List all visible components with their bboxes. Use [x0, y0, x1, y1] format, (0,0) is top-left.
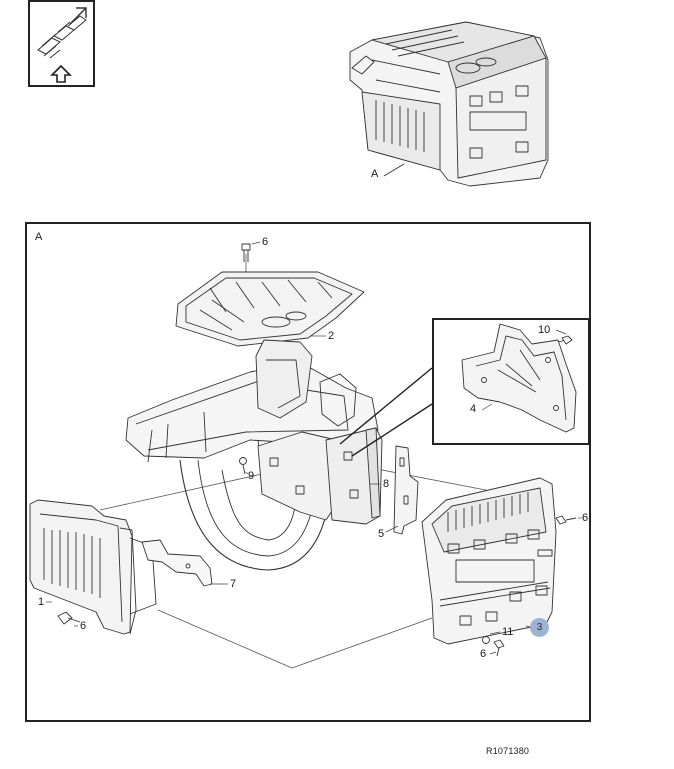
bolt-9	[239, 457, 247, 475]
bolt-lower-left	[57, 611, 81, 625]
callout-8: 8	[383, 478, 390, 490]
callout-3-highlighted: 3	[530, 618, 549, 637]
bracket-7	[141, 539, 213, 587]
figure-reference-code: R1071380	[486, 746, 530, 756]
frame-label: A	[35, 231, 43, 243]
top-plate-part	[175, 271, 365, 347]
orientation-symbol	[28, 0, 95, 87]
callout-4: 4	[470, 403, 477, 415]
callout-6-right: 6	[582, 512, 589, 524]
bolt-10	[561, 335, 573, 345]
callout-9: 9	[248, 470, 255, 482]
overview-assembly	[349, 21, 549, 187]
view-reference-label: A	[371, 168, 379, 180]
detail-bracket-part	[461, 323, 577, 433]
bolt-right	[555, 515, 577, 525]
orientation-arrow-icon	[37, 7, 87, 83]
side-panel-part	[29, 499, 157, 635]
callout-5: 5	[378, 528, 385, 540]
bracket-assembly	[257, 427, 383, 525]
back-panel-part	[421, 477, 557, 645]
callout-6-left: 6	[80, 620, 87, 632]
bracket-5	[393, 445, 419, 535]
callout-7: 7	[230, 578, 237, 590]
callout-6-top: 6	[262, 236, 269, 248]
bolt-top	[241, 243, 251, 262]
support-frame	[125, 339, 379, 571]
callout-2: 2	[328, 330, 335, 342]
callout-6-bottom: 6	[480, 648, 487, 660]
callout-11: 11	[502, 626, 514, 638]
callout-1: 1	[38, 596, 45, 608]
bolt-bottom	[493, 639, 505, 657]
callout-10: 10	[538, 324, 551, 336]
nut-11	[482, 636, 490, 644]
